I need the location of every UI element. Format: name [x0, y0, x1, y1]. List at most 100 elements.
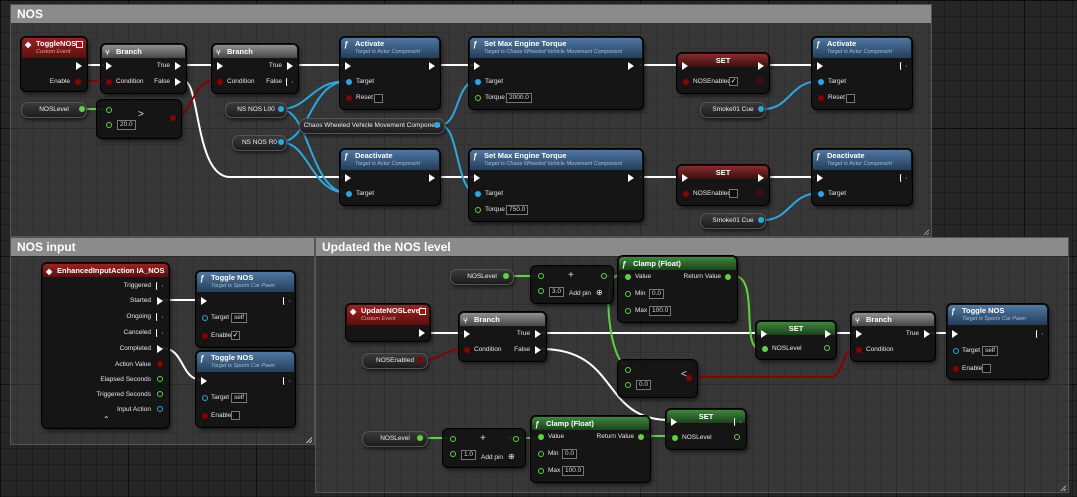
- exec-out-pin[interactable]: [628, 174, 634, 182]
- branch-node-2[interactable]: ⑂Branch True Condition False: [212, 44, 298, 93]
- chaos-component-out-pin[interactable]: [434, 122, 440, 128]
- torque-value-field[interactable]: 750.0: [506, 205, 529, 215]
- nos-enabled-out-pin[interactable]: [417, 357, 423, 363]
- exec-in-pin[interactable]: [106, 62, 112, 70]
- set-nos-enabled-node-1[interactable]: SET NOSEnabled ✓: [677, 53, 769, 93]
- update-nos-level-event-node[interactable]: ◆ UpdateNOSLevel Custom Event: [346, 304, 430, 341]
- exec-out-pin[interactable]: [429, 174, 435, 182]
- a-in-pin[interactable]: [625, 367, 631, 373]
- exec-in-pin[interactable]: [201, 297, 207, 305]
- target-self-field[interactable]: self: [231, 393, 248, 403]
- exec-out-pin[interactable]: [758, 62, 764, 70]
- set-nos-enabled-node-2[interactable]: SET NOSEnabled: [677, 165, 769, 205]
- nos-enabled-out-pin[interactable]: [757, 78, 763, 84]
- nos-level-variable[interactable]: NOSLevel: [21, 102, 87, 118]
- true-out-pin[interactable]: [924, 330, 930, 338]
- exec-in-pin[interactable]: [474, 62, 480, 70]
- chaos-movement-component-variable[interactable]: Chaos Wheeled Vehicle Movement Component: [299, 118, 445, 134]
- b-in-pin[interactable]: [450, 451, 456, 457]
- nos-level-out-pin[interactable]: [79, 106, 85, 112]
- target-in-pin[interactable]: [346, 191, 352, 197]
- nos-level-in-pin[interactable]: [762, 346, 768, 352]
- smoke-cue-out-pin[interactable]: [758, 217, 764, 223]
- exec-out-pin[interactable]: [429, 62, 435, 70]
- b-in-pin[interactable]: [538, 288, 544, 294]
- enable-checkbox[interactable]: [982, 364, 991, 373]
- true-out-pin[interactable]: [175, 62, 181, 70]
- target-in-pin[interactable]: [953, 348, 959, 354]
- triggered-seconds-out-pin[interactable]: [157, 391, 163, 397]
- max-value-field[interactable]: 100.0: [562, 466, 585, 476]
- b-in-pin[interactable]: [106, 122, 112, 128]
- exec-out-pin[interactable]: [419, 329, 425, 337]
- b-in-pin[interactable]: [625, 382, 631, 388]
- exec-in-pin[interactable]: [671, 418, 677, 426]
- less-than-compare-node[interactable]: 0.0 <: [618, 360, 697, 397]
- exec-in-pin[interactable]: [464, 330, 470, 338]
- nos-level-out-pin[interactable]: [503, 273, 509, 279]
- branch-node-update[interactable]: ⑂Branch True Condition False: [459, 312, 546, 361]
- torque-in-pin[interactable]: [475, 95, 481, 101]
- exec-out-pin[interactable]: [758, 174, 764, 182]
- reset-in-pin[interactable]: [818, 95, 824, 101]
- enable-out-pin[interactable]: [75, 79, 81, 85]
- exec-in-pin[interactable]: [682, 174, 688, 182]
- smoke-cue-variable-2[interactable]: Smoke01 Cue: [700, 213, 766, 229]
- exec-in-pin[interactable]: [345, 174, 351, 182]
- nos-enabled-variable[interactable]: NOSEnabled: [362, 353, 428, 369]
- toggle-nos-node-1[interactable]: ƒ Toggle NOS Target is Sports Car Pawn T…: [196, 271, 295, 347]
- value-in-pin[interactable]: [538, 434, 544, 440]
- add-value-field[interactable]: 1.0: [461, 450, 477, 460]
- exec-in-pin[interactable]: [761, 330, 767, 338]
- enhanced-input-action-node[interactable]: ◆ EnhancedInputAction IA_NOS Triggered S…: [42, 263, 169, 428]
- result-out-pin[interactable]: [686, 375, 692, 381]
- nos-level-variable-2[interactable]: NOSLevel: [362, 431, 428, 447]
- max-value-field[interactable]: 100.0: [649, 306, 672, 316]
- nos-level-in-pin[interactable]: [672, 435, 678, 441]
- enable-checkbox[interactable]: ✓: [231, 331, 240, 340]
- a-in-pin[interactable]: [106, 107, 112, 113]
- min-value-field[interactable]: 0.0: [649, 289, 665, 299]
- false-out-pin[interactable]: [286, 78, 293, 86]
- ns-nos-r-variable[interactable]: NS NOS R0: [232, 135, 287, 151]
- deactivate-node-1[interactable]: ƒ Deactivate Target is Actor Component T…: [340, 149, 440, 205]
- compare-value-field[interactable]: 20.0: [117, 120, 136, 130]
- activate-node-2[interactable]: ƒ Activate Target is Actor Component Tar…: [812, 37, 912, 109]
- nos-enabled-checkbox[interactable]: [729, 189, 738, 198]
- exec-out-pin[interactable]: [900, 174, 907, 182]
- deactivate-node-2[interactable]: ƒ Deactivate Target is Actor Component T…: [812, 149, 912, 205]
- exec-in-pin[interactable]: [856, 330, 862, 338]
- result-out-pin[interactable]: [170, 115, 176, 121]
- true-out-pin[interactable]: [287, 62, 293, 70]
- torque-value-field[interactable]: 2000.0: [506, 93, 532, 103]
- toggle-nos-node-2[interactable]: ƒ Toggle NOS Target is Sports Car Pawn T…: [196, 351, 295, 427]
- toggle-nos-node-update[interactable]: ƒ Toggle NOS Target is Sports Car Pawn T…: [947, 304, 1048, 379]
- exec-in-pin[interactable]: [817, 174, 823, 182]
- nos-level-out-pin[interactable]: [824, 345, 830, 351]
- nos-level-out-pin[interactable]: [734, 434, 740, 440]
- enable-checkbox[interactable]: [231, 411, 240, 420]
- reset-checkbox[interactable]: [374, 94, 383, 103]
- enable-in-pin[interactable]: [953, 366, 959, 372]
- add-pin-button[interactable]: Add pin: [569, 290, 592, 297]
- nos-enabled-out-pin[interactable]: [757, 190, 763, 196]
- nos-enabled-in-pin[interactable]: [683, 191, 689, 197]
- result-out-pin[interactable]: [513, 436, 519, 442]
- ns-nos-r-out-pin[interactable]: [278, 139, 284, 145]
- max-in-pin[interactable]: [625, 308, 631, 314]
- target-in-pin[interactable]: [475, 79, 481, 85]
- exec-out-pin[interactable]: [1036, 330, 1043, 338]
- exec-in-pin[interactable]: [817, 62, 823, 70]
- condition-in-pin[interactable]: [217, 79, 223, 85]
- activate-node-1[interactable]: ƒ Activate Target is Actor Component Tar…: [340, 37, 440, 109]
- smoke-cue-out-pin[interactable]: [758, 106, 764, 112]
- add-float-node-2[interactable]: 1.0 + Add pin ⊕: [443, 429, 525, 467]
- nos-level-out-pin[interactable]: [417, 435, 423, 441]
- set-nos-level-node-2[interactable]: SET NOSLevel: [666, 409, 746, 449]
- condition-in-pin[interactable]: [856, 347, 862, 353]
- resize-grip-icon[interactable]: [923, 229, 929, 235]
- add-pin-plus-icon[interactable]: ⊕: [596, 288, 603, 297]
- exec-out-pin[interactable]: [628, 62, 634, 70]
- min-value-field[interactable]: 0.0: [562, 449, 578, 459]
- exec-in-pin[interactable]: [217, 62, 223, 70]
